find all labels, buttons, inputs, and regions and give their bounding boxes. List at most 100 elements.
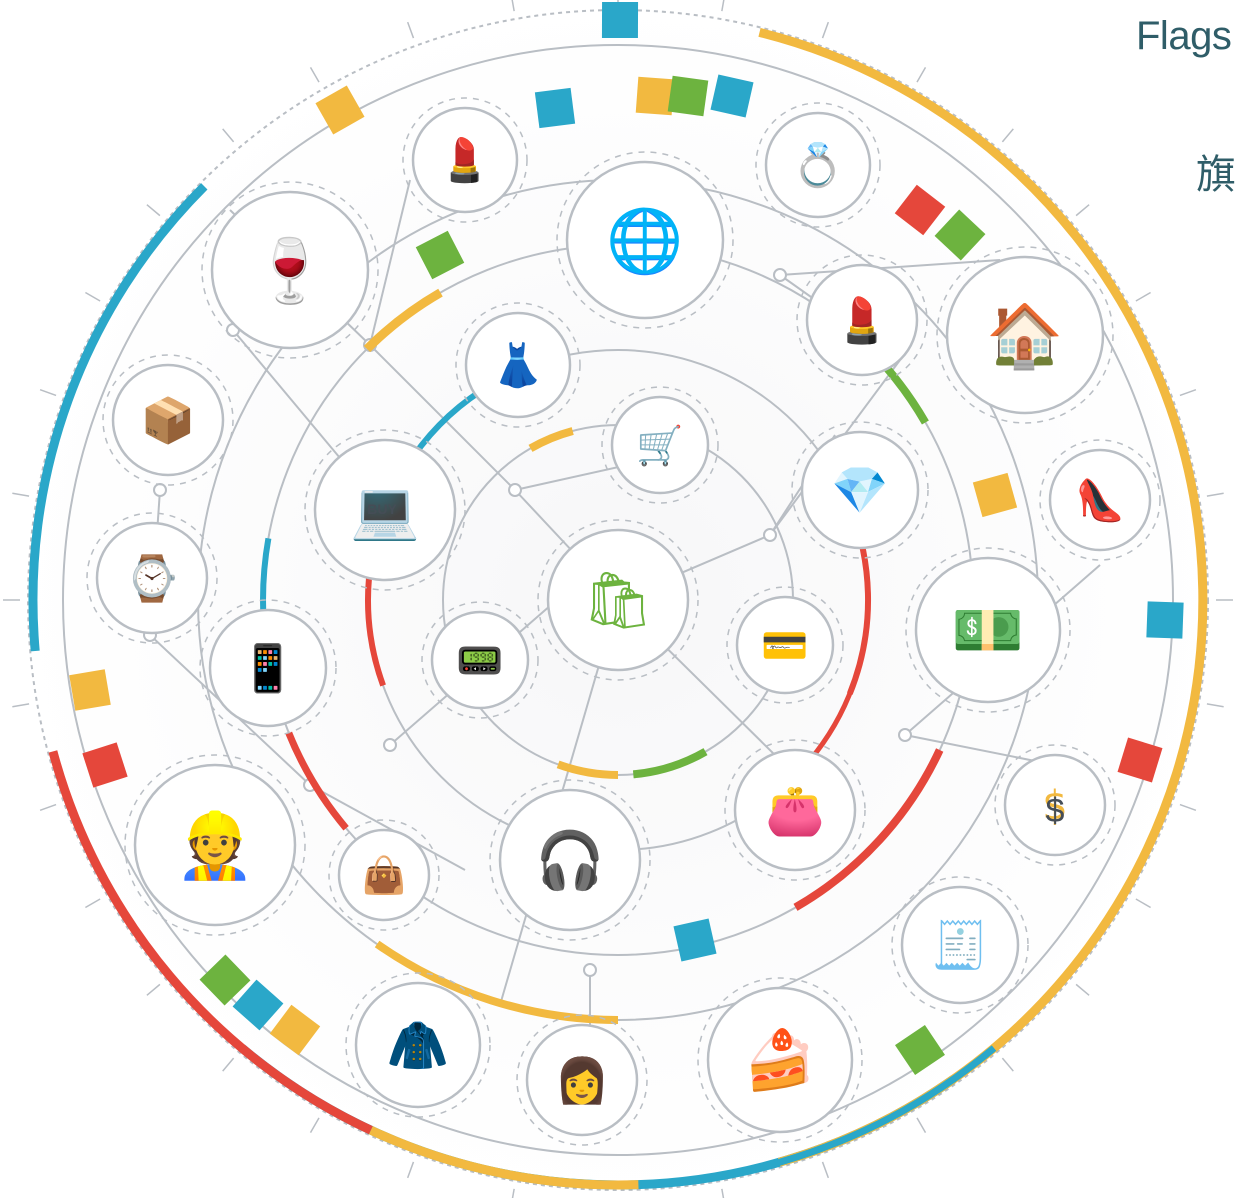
earrings-node: 💍 — [755, 102, 881, 228]
hoodie-node: 🧥 — [345, 972, 491, 1118]
tick-mark — [39, 388, 57, 397]
color-arc — [368, 1126, 639, 1190]
node-halo — [455, 302, 581, 428]
node-circle — [133, 763, 297, 927]
color-arc — [363, 288, 443, 353]
dress-node: 👗 — [455, 302, 581, 428]
node-halo — [102, 354, 234, 486]
color-block — [635, 76, 675, 116]
cake-node: 🍰 — [697, 977, 863, 1143]
connector-dot — [153, 483, 167, 497]
color-arc — [374, 940, 619, 1024]
guide-ring — [27, 9, 1209, 1191]
tick-mark — [1075, 204, 1090, 217]
color-block — [673, 918, 717, 962]
headset-node: 🎧 — [489, 779, 651, 941]
connector-dot — [898, 728, 912, 742]
tick-mark — [222, 1057, 235, 1072]
node-circle — [525, 1023, 639, 1137]
watch-node: ⌚ — [86, 512, 218, 644]
courier-node: 👷 — [124, 754, 306, 936]
tick-mark — [309, 67, 320, 83]
cake-icon: 🍰 — [744, 1026, 816, 1094]
network-link — [232, 329, 351, 471]
node-halo — [724, 739, 866, 881]
node-circle — [95, 521, 209, 635]
node-circle — [610, 395, 710, 495]
node-circle — [914, 556, 1062, 704]
color-block — [1117, 737, 1163, 783]
color-block — [710, 74, 754, 118]
node-circle — [411, 106, 519, 214]
smartphone-node: 📱 — [199, 599, 337, 737]
globe-network-icon: 🌐 — [606, 204, 683, 277]
hoodie-icon: 🧥 — [387, 1016, 449, 1074]
money-node: 💵 — [905, 547, 1071, 713]
node-halo — [601, 386, 719, 504]
node-circle — [805, 263, 919, 377]
tick-mark — [821, 21, 830, 39]
laptop-buy-icon: 💻 — [350, 479, 420, 544]
node-halo — [905, 547, 1071, 713]
guide-ring — [62, 44, 1174, 1156]
payment-terminal-icon: 📟 — [456, 638, 503, 682]
node-circle — [1003, 753, 1107, 857]
tick-mark — [12, 703, 30, 708]
node-halo — [345, 972, 491, 1118]
node-halo — [755, 102, 881, 228]
box-node: 📦 — [102, 354, 234, 486]
connector-dot — [763, 528, 777, 542]
connector-dot — [508, 483, 522, 497]
tick-mark — [39, 803, 57, 812]
tick-mark — [146, 204, 161, 217]
earrings-icon: 💍 — [792, 141, 844, 191]
color-arc — [48, 750, 373, 1135]
subtitle-partial: 旗 — [1196, 152, 1235, 198]
node-halo — [124, 754, 306, 936]
wallet-icon: 👛 — [765, 783, 825, 839]
tick-mark — [1179, 803, 1197, 812]
color-arc — [285, 731, 349, 831]
shopping-bag-node: 🛍 — [537, 519, 699, 681]
courier-icon: 👷 — [175, 809, 255, 883]
node-circle — [498, 788, 642, 932]
tick-mark — [511, 0, 515, 12]
tick-mark — [916, 67, 927, 83]
tick-mark — [406, 1161, 415, 1179]
node-halo — [304, 429, 466, 591]
network-link — [369, 344, 516, 491]
tick-marks — [3, 0, 1233, 1203]
color-block — [894, 184, 946, 236]
color-block — [69, 669, 111, 711]
buy-label: BUY — [367, 501, 397, 517]
color-arc — [793, 748, 944, 911]
tick-mark — [1075, 983, 1090, 996]
node-circle — [1048, 448, 1152, 552]
watch-icon: ⌚ — [125, 553, 180, 604]
node-halo — [489, 779, 651, 941]
color-block — [1146, 601, 1184, 639]
color-block — [199, 954, 251, 1006]
node-circle — [706, 986, 854, 1134]
cart-node: 🛒 — [601, 386, 719, 504]
toys-node: 🏠 — [936, 246, 1114, 424]
high-heel-node: 👠 — [1039, 439, 1161, 561]
tea-wine-icon: 🍷 — [251, 234, 328, 307]
color-block — [82, 742, 128, 788]
tick-mark — [1179, 388, 1197, 397]
tick-mark — [1206, 703, 1224, 708]
network-link — [369, 179, 411, 346]
node-halo — [1039, 439, 1161, 561]
color-arc — [658, 1045, 997, 1188]
network-link — [309, 784, 466, 871]
tick-mark — [821, 1161, 830, 1179]
color-block — [601, 1, 639, 39]
node-circle — [430, 610, 530, 710]
tick-mark — [1001, 1057, 1014, 1072]
node-circle — [337, 828, 431, 922]
tick-mark — [916, 1117, 927, 1133]
connector-dot — [773, 268, 787, 282]
color-block — [232, 979, 284, 1031]
connector-dot — [383, 738, 397, 752]
